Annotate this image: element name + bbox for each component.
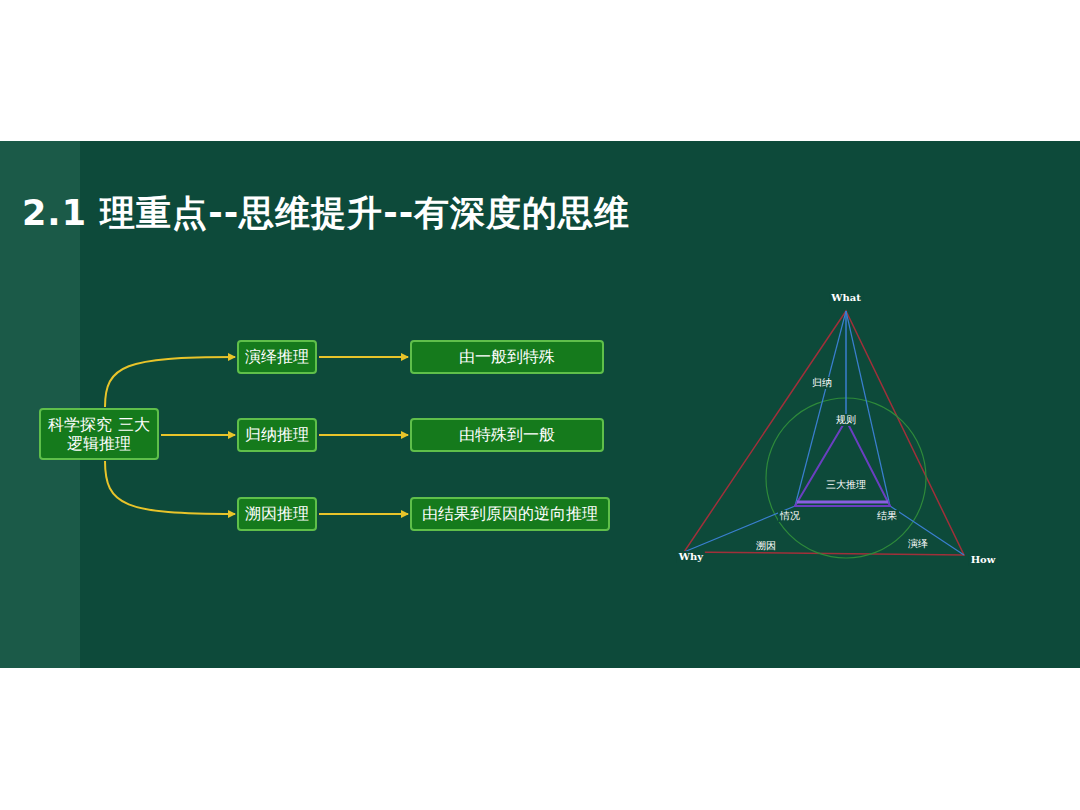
connector-arrow bbox=[105, 461, 235, 514]
diagram-label: What bbox=[829, 292, 863, 304]
connector-arrow bbox=[105, 357, 235, 407]
diagram-label: How bbox=[969, 554, 998, 566]
connector-arrow bbox=[319, 434, 408, 436]
method-box: 溯因推理 bbox=[237, 497, 317, 531]
inner-circle bbox=[766, 398, 926, 558]
diagram-label: 演绎 bbox=[906, 538, 930, 550]
outer-triangle bbox=[684, 311, 964, 555]
box-text: 科学探究 三大逻辑推理 bbox=[47, 415, 151, 453]
box-text: 演绎推理 bbox=[245, 347, 309, 366]
box-text: 溯因推理 bbox=[245, 504, 309, 523]
box-text: 归纳推理 bbox=[245, 425, 309, 444]
axis-line bbox=[890, 506, 964, 555]
slide-title: 2.1 理重点--思维提升--有深度的思维 bbox=[22, 190, 630, 237]
connector-arrow bbox=[161, 434, 235, 436]
diagram-label: 三大推理 bbox=[824, 479, 868, 491]
diagram-label: 溯因 bbox=[754, 540, 778, 552]
description-box: 由特殊到一般 bbox=[410, 418, 604, 452]
diagram-label: 归纳 bbox=[810, 377, 834, 389]
axis-line bbox=[845, 311, 847, 420]
method-box: 演绎推理 bbox=[237, 340, 317, 374]
inner-triangle bbox=[795, 420, 890, 506]
description-box: 由一般到特殊 bbox=[410, 340, 604, 374]
axis-line bbox=[795, 311, 846, 506]
method-box: 归纳推理 bbox=[237, 418, 317, 452]
diagram-label: 情况 bbox=[778, 510, 802, 522]
box-text: 由结果到原因的逆向推理 bbox=[422, 504, 598, 523]
box-text: 由特殊到一般 bbox=[459, 425, 555, 444]
root-box: 科学探究 三大逻辑推理 bbox=[39, 408, 159, 460]
diagram-label: 结果 bbox=[875, 510, 899, 522]
connector-arrow bbox=[319, 513, 408, 515]
inner-triangle-base bbox=[797, 501, 888, 504]
connector-arrow bbox=[319, 356, 408, 358]
axis-line bbox=[846, 311, 890, 506]
diagram-label: 规则 bbox=[834, 414, 858, 426]
description-box: 由结果到原因的逆向推理 bbox=[410, 497, 610, 531]
diagram-label: Why bbox=[677, 551, 705, 563]
box-text: 由一般到特殊 bbox=[459, 347, 555, 366]
